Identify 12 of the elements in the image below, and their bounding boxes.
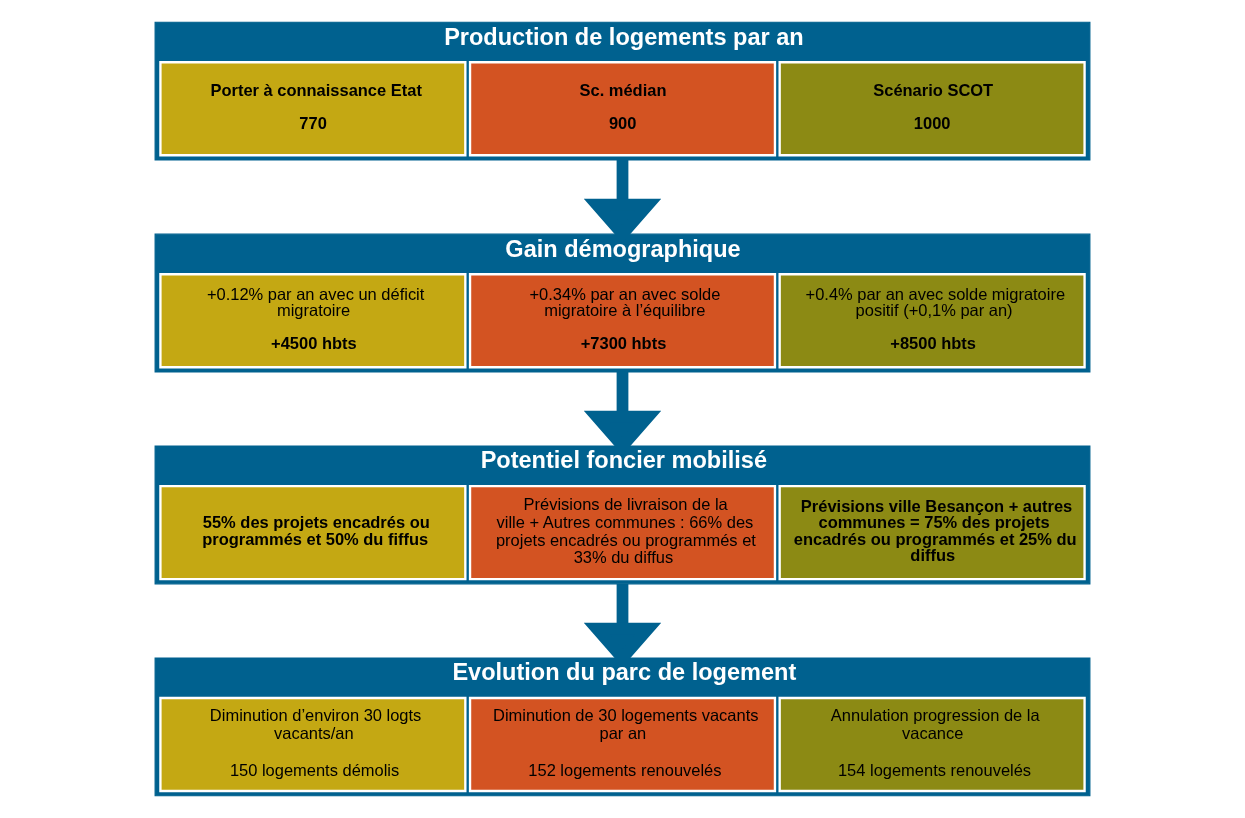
node-box: +0.4% par an avec solde migratoire positif (+0,1% par an) +8500 hbts	[778, 273, 1086, 369]
node-box: 55% des projets encadrés ou programmés et 50% du fiffus	[159, 484, 467, 581]
node-box: Annulation progression de la vacance 154 logements renouvelés	[778, 696, 1086, 793]
node-box: Diminution de 30 logements vacants par an 152 logements renouvelés	[468, 696, 777, 793]
node-box: +0.12% par an avec un déficit migratoire +4500 hbts	[159, 273, 467, 369]
node-box: Sc. médian 900	[468, 61, 777, 157]
node-box: Scénario SCOT 1000	[778, 61, 1086, 157]
node-box: Porter à connaissance Etat 770	[159, 61, 467, 157]
node-box: Diminution d’environ 30 logts vacants/an 150 logements démolis	[159, 696, 467, 793]
node-box: +0.34% par an avec solde migratoire à l’équilibre +7300 hbts	[468, 273, 777, 369]
node-box: Prévisions ville Besançon + autres communes = 75% des projets encadrés ou programmés et 25% du diffus	[778, 484, 1086, 581]
node-box: Prévisions de livraison de la ville + Autres communes : 66% des projets encadrés ou programmés et 33% du diffus	[468, 484, 777, 581]
